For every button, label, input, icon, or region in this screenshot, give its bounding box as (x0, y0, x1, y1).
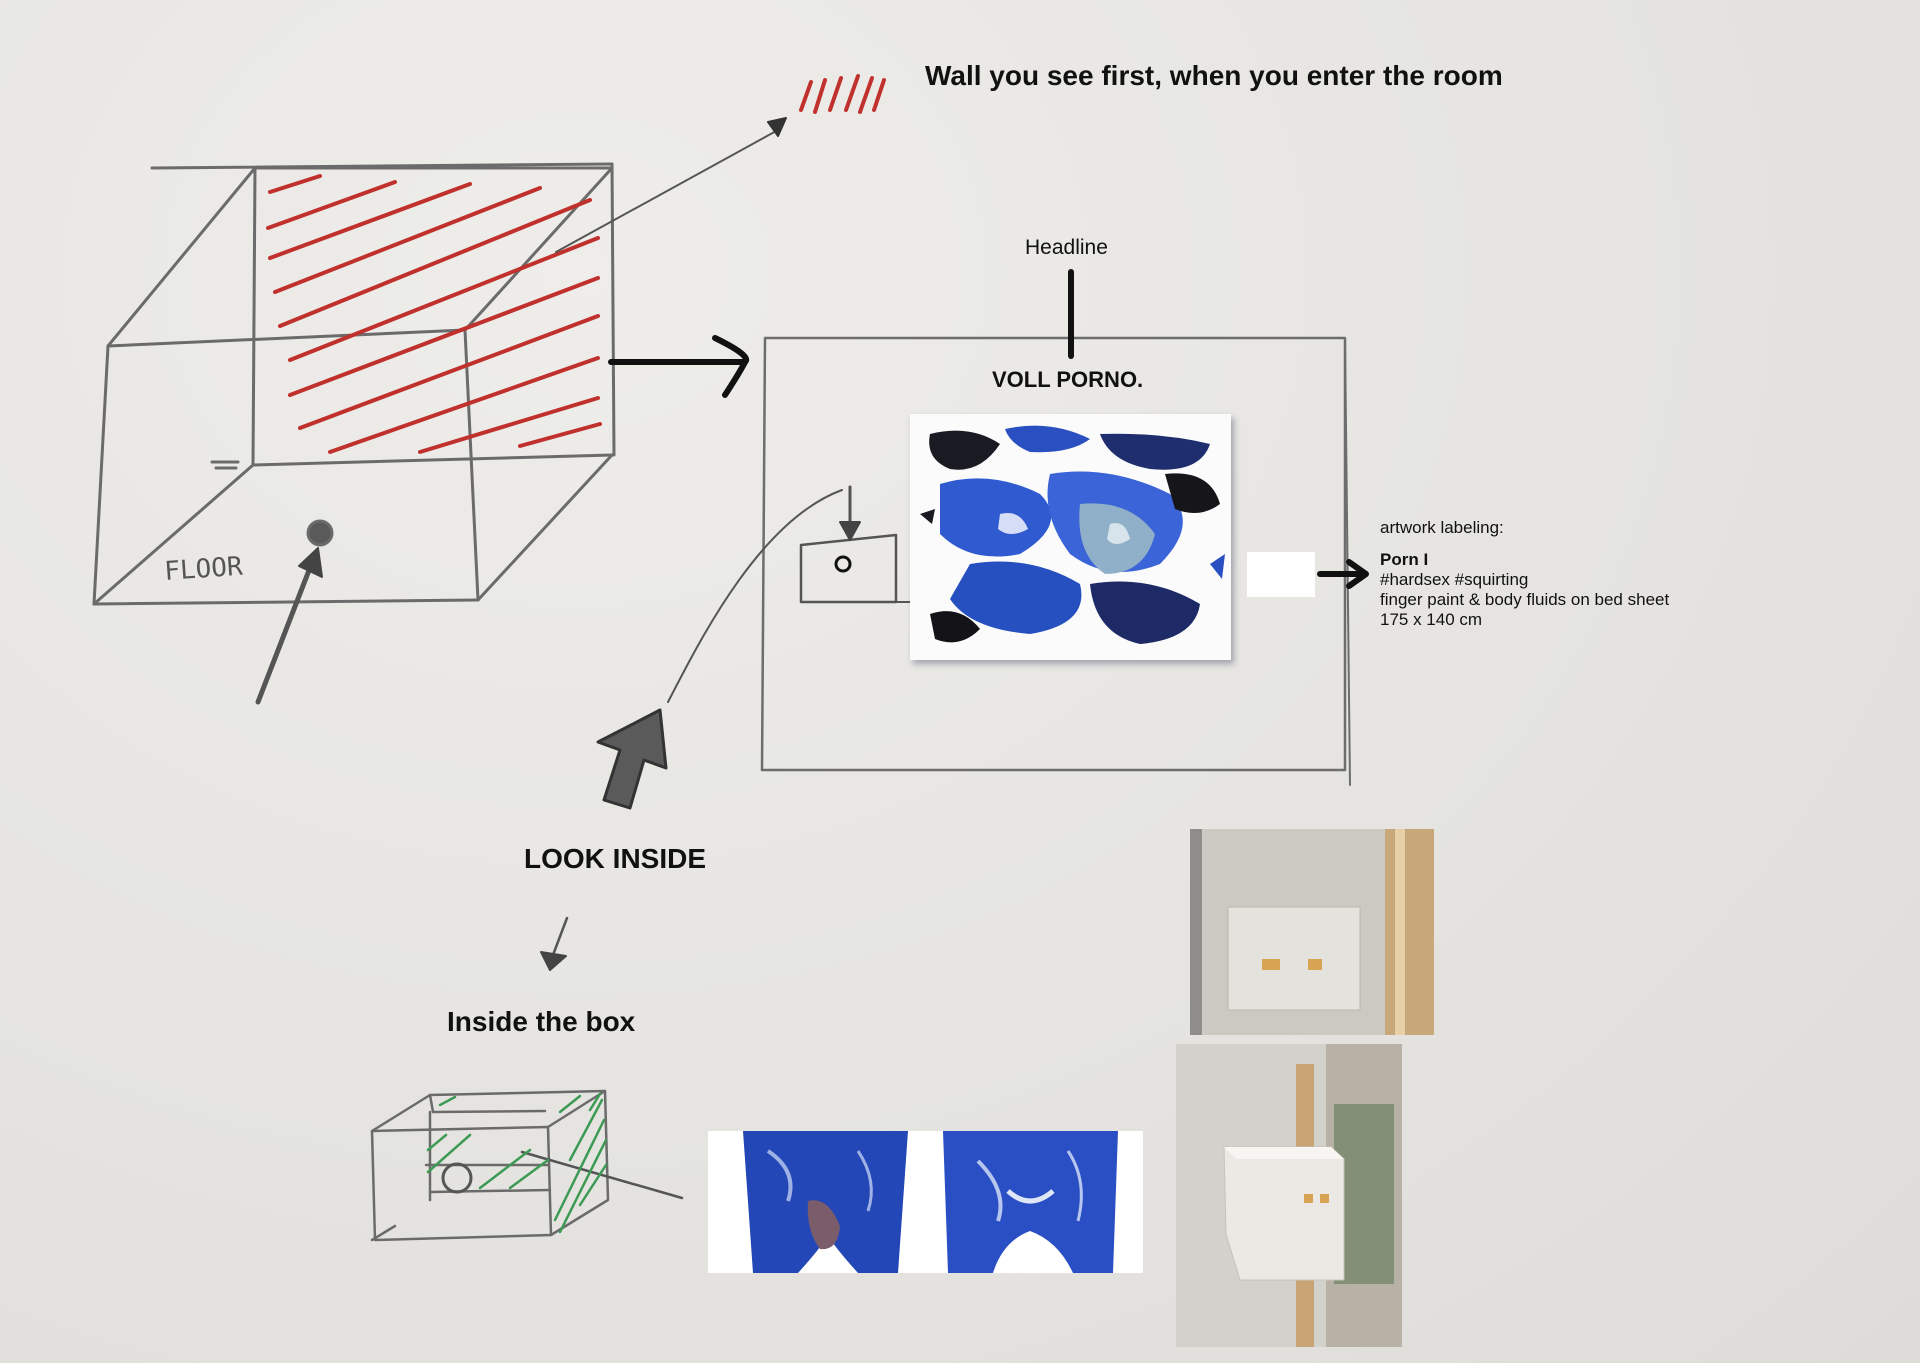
artwork-label: artwork labeling: Porn I #hardsex #squir… (1380, 518, 1669, 630)
label-heading: artwork labeling: (1380, 518, 1504, 537)
room-cube-sketch: FLOOR (92, 162, 616, 705)
headline-caption: Headline (1025, 236, 1108, 259)
green-hatch-box (426, 1092, 608, 1234)
inside-box-sketch (370, 1089, 684, 1242)
photo-painted-bodies (708, 1131, 1143, 1273)
label-medium: finger paint & body fluids on bed sheet (1380, 590, 1670, 609)
label-tags: #hardsex #squirting (1380, 570, 1529, 589)
label-title: Porn I (1380, 550, 1429, 569)
label-dimensions: 175 x 140 cm (1380, 610, 1483, 629)
exhibit-title: VOLL PORNO. (992, 367, 1144, 392)
label-card (1247, 552, 1315, 597)
wall-first-caption: Wall you see first, when you enter the r… (925, 60, 1503, 91)
photo-wall-box-side (1176, 1044, 1402, 1347)
photo-wall-box-front (1190, 829, 1434, 1035)
inside-box-caption: Inside the box (447, 1006, 636, 1037)
look-inside-caption: LOOK INSIDE (524, 843, 707, 874)
red-hatch-back-wall (266, 174, 602, 454)
artwork-painting (910, 414, 1231, 660)
floor-label: FLOOR (163, 552, 244, 587)
red-hatch-key (799, 74, 886, 114)
